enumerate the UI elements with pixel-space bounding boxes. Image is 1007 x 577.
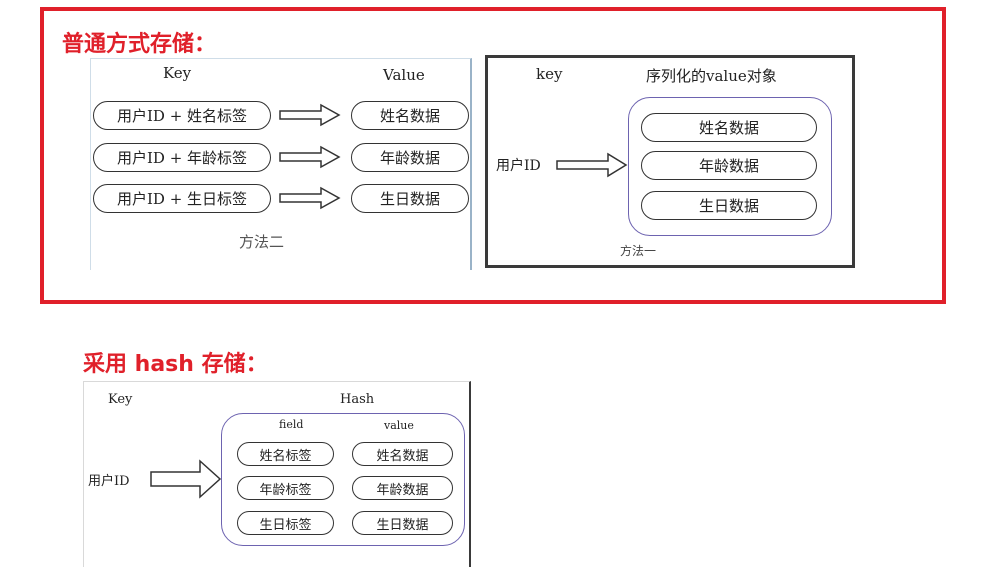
arrow-icon: [556, 152, 628, 178]
method1-user-id: 用户ID: [496, 158, 541, 174]
serialized-object-container: [628, 97, 832, 236]
field-column-header: field: [279, 418, 304, 431]
value-column-header: value: [384, 419, 414, 432]
hash-field-pill: 姓名标签: [237, 442, 334, 466]
hash-container: [221, 413, 465, 546]
method2-panel: Key Value 用户ID + 姓名标签 姓名数据 用户ID + 年龄标签 年…: [90, 58, 472, 270]
method1-panel: key 序列化的value对象 姓名数据 年龄数据 生日数据 用户ID 方法一: [485, 55, 855, 268]
arrow-icon: [279, 145, 341, 169]
arrow-icon: [279, 186, 341, 210]
hash-header: Hash: [340, 392, 375, 407]
method2-value-pill: 生日数据: [351, 184, 469, 213]
hash-field-pill: 年龄标签: [237, 476, 334, 500]
method1-value-header: 序列化的value对象: [646, 67, 777, 85]
method2-key-header: Key: [163, 64, 192, 82]
hash-panel: Key Hash field value 姓名标签 姓名数据 年龄标签 年龄数据…: [83, 381, 471, 567]
method2-key-pill: 用户ID + 姓名标签: [93, 101, 271, 130]
method1-key-header: key: [536, 65, 563, 83]
method2-caption: 方法二: [239, 233, 285, 251]
method2-value-header: Value: [383, 66, 425, 84]
hash-key-header: Key: [108, 392, 133, 407]
method2-key-pill: 用户ID + 年龄标签: [93, 143, 271, 172]
hash-value-pill: 姓名数据: [352, 442, 453, 466]
hash-storage-heading: 采用 hash 存储：: [83, 352, 268, 377]
normal-storage-heading: 普通方式存储：: [62, 32, 217, 57]
method1-value-pill: 姓名数据: [641, 113, 817, 142]
hash-value-pill: 年龄数据: [352, 476, 453, 500]
method2-key-pill: 用户ID + 生日标签: [93, 184, 271, 213]
arrow-icon: [150, 459, 222, 499]
method2-value-pill: 年龄数据: [351, 143, 469, 172]
hash-field-pill: 生日标签: [237, 511, 334, 535]
normal-storage-highlight-box: [40, 7, 946, 304]
method1-value-pill: 生日数据: [641, 191, 817, 220]
method2-value-pill: 姓名数据: [351, 101, 469, 130]
method1-value-pill: 年龄数据: [641, 151, 817, 180]
arrow-icon: [279, 103, 341, 127]
method1-caption: 方法一: [620, 244, 657, 258]
hash-user-id: 用户ID: [88, 474, 130, 489]
hash-value-pill: 生日数据: [352, 511, 453, 535]
